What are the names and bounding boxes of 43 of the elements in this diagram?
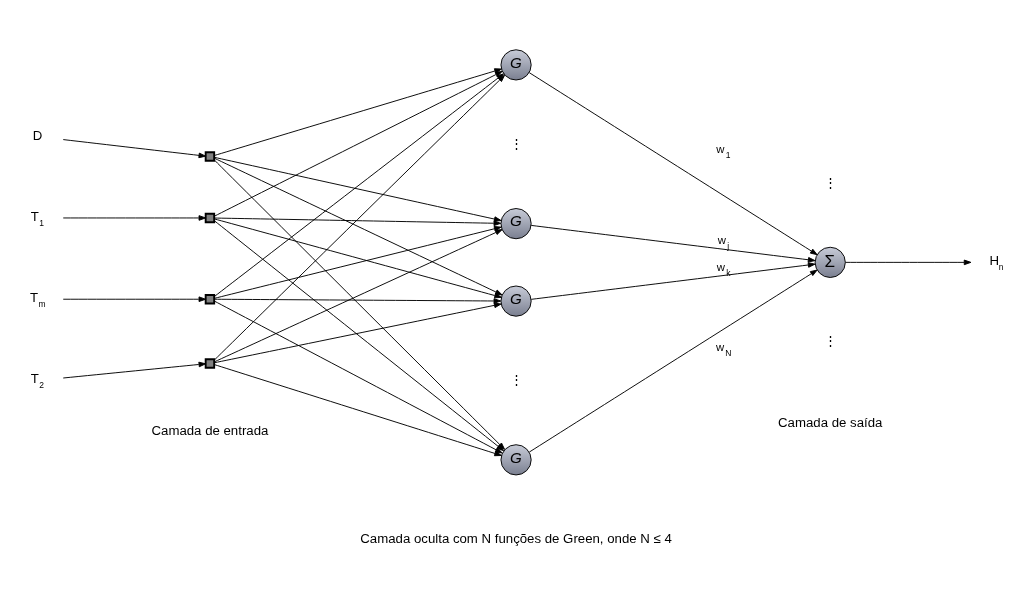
- node-circle: G: [500, 443, 532, 475]
- arrow: [530, 261, 816, 300]
- arrow: [528, 71, 818, 255]
- arrow: [62, 214, 207, 221]
- node-text: T$_{1}$: [30, 208, 45, 228]
- arrow: [213, 228, 503, 362]
- arrow: [62, 138, 207, 158]
- label: Camada oculta com N funções de Green, onde N ≤ 4: [360, 530, 672, 546]
- node-box: [204, 212, 216, 223]
- node-box: [204, 150, 216, 162]
- arrow: [528, 269, 818, 453]
- arrow: [62, 361, 207, 378]
- node-text: T$_{2}$: [30, 370, 45, 390]
- node-circle: G: [500, 285, 532, 317]
- edge-label: w$_{1}$: [716, 142, 731, 160]
- label: Camada de entrada: [151, 422, 269, 438]
- node-text: T$_{m}$: [29, 289, 46, 309]
- node-box: [204, 357, 216, 369]
- arrow: [530, 224, 816, 263]
- label: Camada de saída: [778, 413, 883, 429]
- arrow: [213, 300, 503, 453]
- arrow: [213, 157, 503, 295]
- arrow: [213, 297, 502, 304]
- label: ⋮: [823, 332, 837, 348]
- arrow: [213, 156, 502, 222]
- arrow: [213, 302, 502, 363]
- node-circle: G: [500, 207, 532, 239]
- node-circle: G: [500, 48, 532, 80]
- arrow: [213, 217, 502, 226]
- node-circle: Σ: [814, 246, 846, 278]
- edge-label: w$_{j}$: [717, 233, 730, 251]
- arrow: [845, 259, 972, 265]
- label: ⋮: [509, 135, 523, 151]
- arrow: [213, 363, 502, 456]
- node-text: D: [32, 127, 43, 143]
- edge-label: w$_{N}$: [715, 340, 732, 358]
- arrow: [213, 67, 502, 156]
- arrow: [62, 295, 207, 302]
- label: ⋮: [823, 174, 837, 189]
- edge-label: w$_{k}$: [716, 260, 731, 277]
- node-text: H$_{n}$: [989, 252, 1004, 272]
- label: ⋮: [509, 371, 523, 387]
- node-box: [204, 293, 216, 304]
